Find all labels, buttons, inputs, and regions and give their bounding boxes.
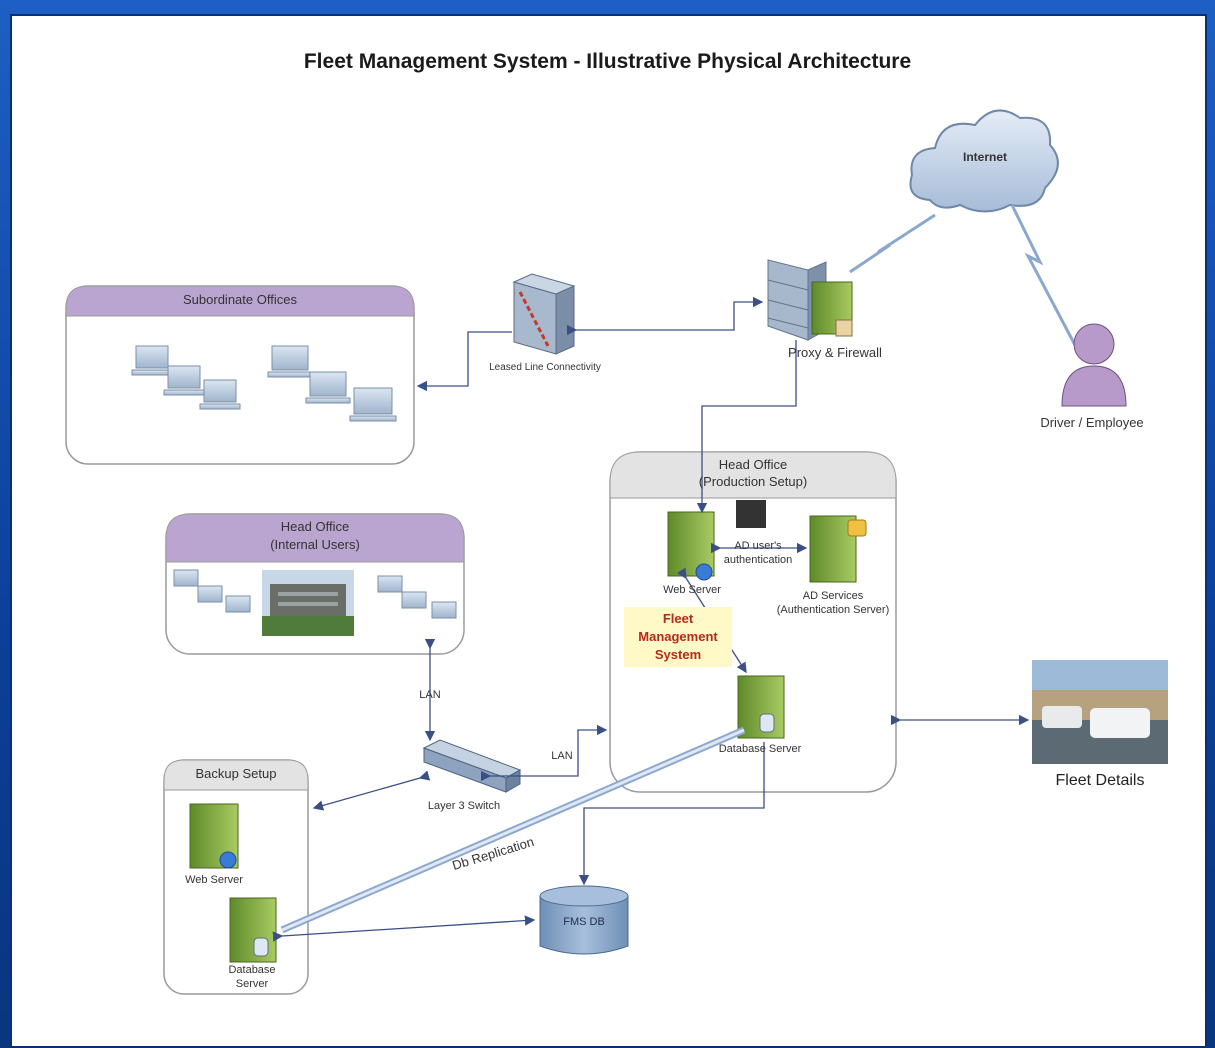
db-replication-link (280, 726, 746, 934)
proxy-label: Proxy & Firewall (788, 345, 882, 360)
ad-server-icon (809, 515, 867, 583)
internal-pcs (173, 569, 457, 619)
ad-services-label-2: (Authentication Server) (776, 604, 890, 616)
lan-label-1: LAN (419, 689, 441, 701)
db-server-icon (737, 675, 785, 739)
head-internal-label-1: Head Office (280, 519, 350, 534)
subordinate-offices-box (65, 285, 415, 465)
person-icon (1061, 323, 1127, 407)
fms-db-label: FMS DB (563, 916, 605, 928)
internet-label: Internet (962, 150, 1007, 164)
backup-db-server-icon (229, 897, 277, 963)
head-prod-label-2: (Production Setup) (698, 474, 808, 489)
fms-db-cylinder (539, 885, 629, 955)
keys-icon (736, 500, 766, 528)
firewall-icon (767, 259, 853, 341)
internet-cloud (909, 109, 1059, 213)
wireless-links (849, 204, 1077, 346)
ad-auth-label-2: authentication (723, 554, 793, 566)
fms-label-2: Management (638, 629, 718, 644)
head-prod-label-1: Head Office (718, 457, 788, 472)
backup-web-label: Web Server (185, 874, 243, 886)
connectors (272, 296, 1030, 942)
ad-services-label-1: AD Services (802, 590, 864, 602)
backup-label: Backup Setup (195, 766, 277, 781)
page-title: Fleet Management System - Illustrative P… (303, 50, 912, 73)
leased-label: Leased Line Connectivity (489, 362, 601, 373)
fleet-photo (1032, 660, 1168, 764)
backup-db-label-1: Database (228, 964, 276, 976)
lan-label-2: LAN (551, 750, 573, 762)
backup-web-server-icon (189, 803, 239, 869)
subordinate-label: Subordinate Offices (183, 292, 297, 307)
ad-auth-label-1: AD user's (734, 540, 782, 552)
backup-db-label-2: Server (235, 978, 269, 990)
fms-callout: Fleet Management System (624, 607, 732, 667)
driver-label: Driver / Employee (1040, 415, 1144, 430)
web-server-icon (667, 511, 715, 581)
fms-label-3: System (654, 647, 702, 662)
web-server-label: Web Server (663, 584, 721, 596)
switch-icon (422, 739, 522, 793)
router-icon (512, 273, 576, 355)
subordinate-pcs (131, 345, 397, 422)
building-photo (262, 570, 354, 636)
fleet-details-label: Fleet Details (1055, 772, 1145, 789)
head-internal-label-2: (Internal Users) (270, 537, 360, 552)
fms-label-1: Fleet (662, 611, 694, 626)
switch-label: Layer 3 Switch (427, 800, 501, 812)
db-server-label: Database Server (718, 743, 802, 755)
